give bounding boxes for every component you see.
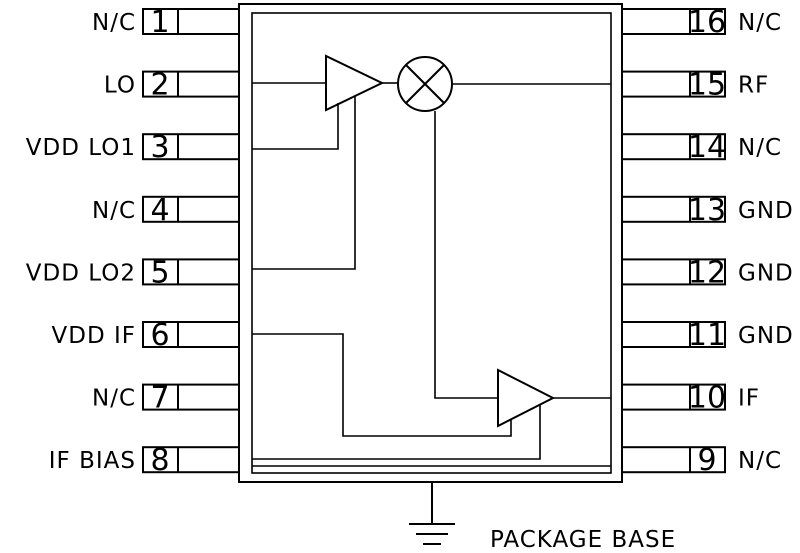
pin-10: 10 IF	[621, 381, 760, 416]
pin-lead	[142, 70, 240, 98]
pin-label: VDD LO1	[26, 135, 136, 161]
package-base-label: PACKAGE BASE	[490, 527, 676, 553]
pin-16: 16 N/C	[621, 5, 782, 40]
pin-6: 6 VDD IF	[52, 318, 240, 353]
pin-label: GND	[738, 260, 794, 286]
pin-lead	[621, 258, 726, 286]
pin-15: 15 RF	[621, 68, 769, 103]
pin-number: 4	[150, 193, 169, 228]
pin-label: GND	[738, 198, 794, 224]
pin-8: 8 IF BIAS	[49, 443, 240, 478]
pin-label: RF	[738, 73, 769, 99]
pin-lead	[142, 195, 240, 223]
ground-symbol	[409, 482, 455, 545]
pin-12: 12 GND	[621, 255, 794, 290]
pin-lead	[142, 133, 240, 161]
pin-label: VDD LO2	[26, 260, 136, 286]
die-outline	[251, 12, 612, 474]
pin-label: N/C	[92, 10, 136, 36]
pin-number: 6	[150, 318, 169, 353]
pin-9: 9 N/C	[621, 443, 782, 478]
pin-2: 2 LO	[104, 68, 240, 103]
pin-number: 8	[150, 443, 169, 478]
pin-5: 5 VDD LO2	[26, 255, 240, 290]
pin-lead	[621, 383, 726, 411]
pin-label: N/C	[738, 10, 782, 36]
pin-number: 13	[688, 193, 726, 228]
pin-lead	[621, 446, 726, 474]
internal-wiring	[252, 82, 611, 467]
pin-lead	[621, 195, 726, 223]
pin-13: 13 GND	[621, 193, 794, 228]
if-amplifier	[497, 368, 556, 428]
pin-number: 1	[150, 5, 169, 40]
pin-number: 11	[688, 318, 726, 353]
pin-1: 1 N/C	[92, 5, 240, 40]
pin-lead	[142, 446, 240, 474]
pin-lead	[621, 133, 726, 161]
pin-number: 3	[150, 130, 169, 165]
pin-label: LO	[104, 73, 136, 99]
pin-label: N/C	[92, 386, 136, 412]
pin-7: 7 N/C	[92, 381, 240, 416]
pin-4: 4 N/C	[92, 193, 240, 228]
pin-label: IF BIAS	[49, 448, 136, 474]
pin-lead	[142, 8, 240, 35]
pin-number: 10	[688, 381, 726, 416]
mixer-symbol	[397, 56, 453, 112]
pin-lead	[621, 8, 726, 35]
pin-label: N/C	[92, 198, 136, 224]
lo-amplifier	[325, 54, 385, 112]
pin-number: 16	[688, 5, 726, 40]
pin-lead	[142, 321, 240, 348]
pin-lead	[621, 70, 726, 98]
pin-11: 11 GND	[621, 318, 794, 353]
package-outline	[238, 3, 623, 483]
pin-label: IF	[738, 386, 760, 412]
pin-label: N/C	[738, 448, 782, 474]
pin-number: 5	[150, 255, 169, 290]
pin-number: 15	[688, 68, 726, 103]
pin-number: 9	[697, 443, 716, 478]
pin-lead	[142, 258, 240, 286]
pin-number: 14	[688, 130, 726, 165]
pin-label: GND	[738, 323, 794, 349]
pin-label: N/C	[738, 135, 782, 161]
pin-label: VDD IF	[52, 323, 136, 349]
pin-3: 3 VDD LO1	[26, 130, 240, 165]
pin-number: 2	[150, 68, 169, 103]
pin-lead	[142, 383, 240, 411]
pin-number: 7	[150, 381, 169, 416]
pin-14: 14 N/C	[621, 130, 782, 165]
pin-number: 12	[688, 255, 726, 290]
pin-lead	[621, 321, 726, 348]
